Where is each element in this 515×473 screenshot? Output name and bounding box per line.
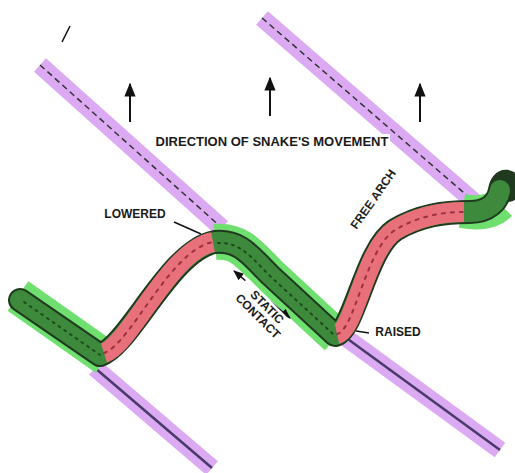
raised-label: RAISED [373,325,422,340]
direction-arrows [130,78,420,122]
lowered-label: LOWERED [102,207,167,222]
snake [18,182,509,358]
direction-label: DIRECTION OF SNAKE'S MOVEMENT [154,134,391,150]
track-bands [40,18,500,468]
